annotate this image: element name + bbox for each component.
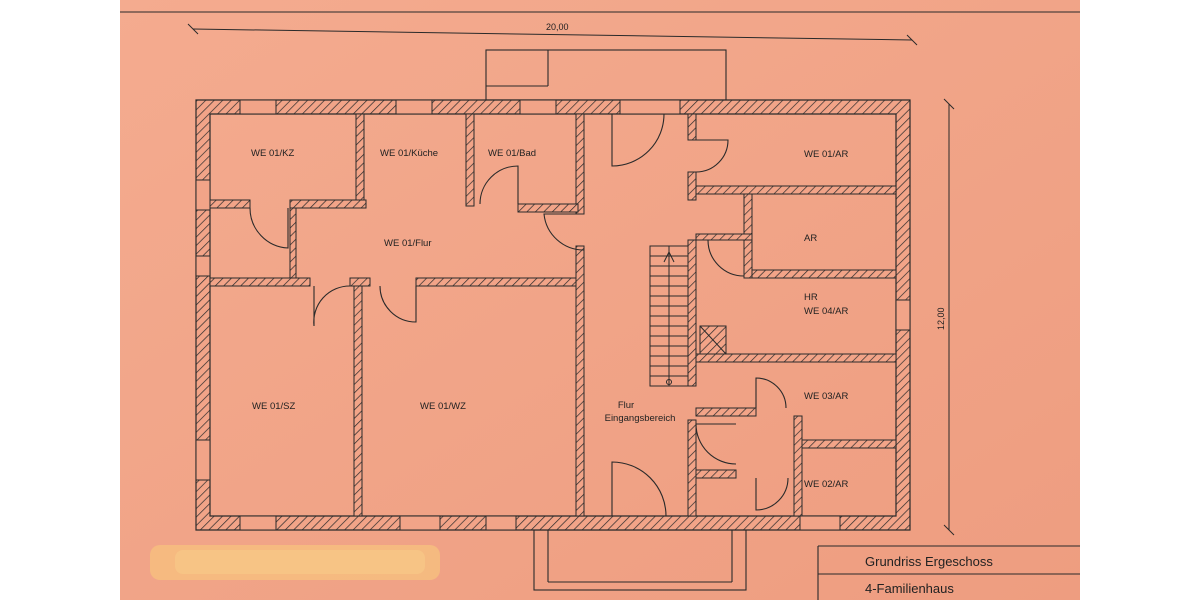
shaft — [699, 325, 727, 355]
width-dimension-label: 20,00 — [546, 22, 569, 32]
room-label-eingang-1: Flur — [618, 400, 634, 411]
room-label-ar: AR — [804, 233, 817, 244]
title-block-line1: Grundriss Ergeschoss — [865, 554, 993, 569]
room-label-we04-ar: WE 04/AR — [804, 306, 848, 317]
room-label-we02-ar: WE 02/AR — [804, 479, 848, 490]
interior-walls — [209, 113, 897, 517]
room-label-bad: WE 01/Bad — [488, 148, 536, 159]
room-label-eingang-2: Eingangsbereich — [605, 413, 676, 424]
height-dimension — [943, 98, 955, 536]
room-label-wz: WE 01/WZ — [420, 401, 466, 412]
title-block — [817, 545, 1080, 600]
door-swings — [249, 113, 789, 517]
paper-sheet — [120, 0, 1080, 600]
staircase — [649, 245, 689, 387]
title-block-line2: 4-Familienhaus — [865, 581, 954, 596]
room-label-sz: WE 01/SZ — [252, 401, 295, 412]
room-label-kz: WE 01/KZ — [251, 148, 294, 159]
height-dimension-label: 12,00 — [936, 307, 946, 330]
room-label-hr: HR — [804, 292, 818, 303]
room-label-kueche: WE 01/Küche — [380, 148, 438, 159]
window-openings — [195, 99, 911, 531]
room-label-flur: WE 01/Flur — [384, 238, 432, 249]
room-label-ar-top: WE 01/AR — [804, 149, 848, 160]
room-label-we03-ar: WE 03/AR — [804, 391, 848, 402]
width-dimension — [187, 23, 918, 46]
